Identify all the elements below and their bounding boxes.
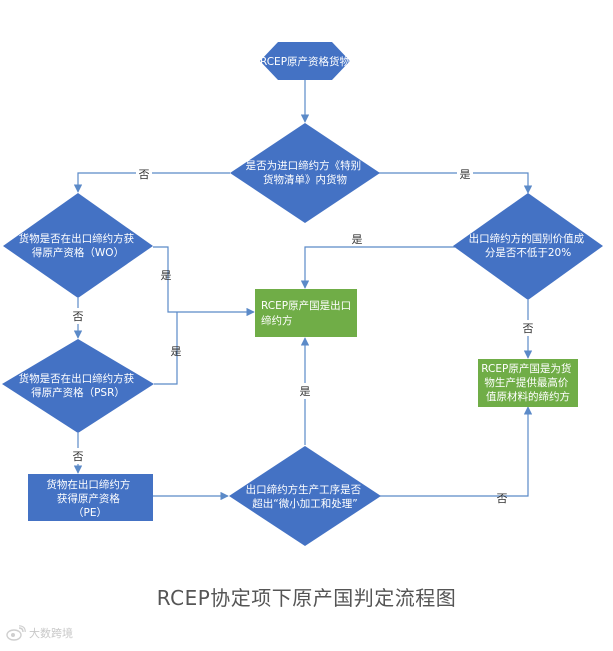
node-decision-minor-processing: 出口缔约方生产工序是否 超出“微小加工和处理” xyxy=(229,446,381,546)
edge-rvc-yes xyxy=(300,246,455,289)
node-decision-special-goods: 是否为进口缔约方《特别 货物清单》内货物 xyxy=(230,123,380,223)
node-decision-rvc: 出口缔约方的国别价值成 分是否不低于20% xyxy=(453,193,603,300)
svg-text:出口缔约方生产工序是否 超出“微小加工和处理: 出口缔约方生产工序是否 超出“微小加工和处理” xyxy=(246,483,365,510)
node-pe-line-3: （PE） xyxy=(73,507,107,519)
svg-text:RCEP原产国是为货 物生产提供最高价: RCEP原产国是为货 物生产提供最高价 值原材料的缔约方 xyxy=(481,362,574,403)
watermark: 大数跨境 xyxy=(6,625,73,641)
node-psr-line-2: 得原产资格（PSR） xyxy=(31,386,125,399)
edge-label-minor-yes: 是 xyxy=(300,385,311,398)
edge-label-special-no: 否 xyxy=(139,168,150,181)
weibo-icon xyxy=(6,625,26,641)
edge-label-wo-yes: 是 xyxy=(161,269,172,282)
edge-minor-no xyxy=(380,406,533,497)
edge-labels: 否 是 是 是 否 是 否 否 是 否 xyxy=(70,165,536,505)
node-wo-line-1: 货物是否在出口缔约方获 xyxy=(19,232,135,245)
svg-text:RCEP原产资格货物: RCEP原产资格货物 xyxy=(260,55,350,68)
node-start-line-1: RCEP原产资格货物 xyxy=(260,55,350,68)
node-pe-line-2: 获得原产资格 xyxy=(57,492,120,505)
node-result-export-party: RCEP原产国是出口 缔约方 xyxy=(255,289,357,337)
node-highest-line-2: 物生产提供最高价 xyxy=(484,376,568,389)
node-export-line-1: RCEP原产国是出口 xyxy=(261,299,351,312)
edge-label-rvc-yes: 是 xyxy=(352,233,363,246)
edge-psr-yes xyxy=(154,312,178,385)
edge-label-special-yes: 是 xyxy=(460,168,471,181)
node-export-line-2: 缔约方 xyxy=(261,314,293,327)
node-decision-psr: 货物是否在出口缔约方获 得原产资格（PSR） xyxy=(2,339,154,433)
edge-special-yes xyxy=(378,172,533,194)
svg-text:出口缔约方的国别价值成 分是否不低于20%: 出口缔约方的国别价值成 分是否不低于20% xyxy=(469,232,588,259)
svg-text:是否为进口缔约方《特别 货物清单》内货物: 是否为进口缔约方《特别 货物清单》内货物 xyxy=(246,159,365,186)
edge-wo-yes xyxy=(153,246,255,317)
edge-label-wo-no: 否 xyxy=(73,310,84,323)
node-result-highest-value: RCEP原产国是为货 物生产提供最高价 值原材料的缔约方 xyxy=(478,359,578,407)
node-decision-wo: 货物是否在出口缔约方获 得原产资格（WO） xyxy=(3,193,153,298)
edge-special-no xyxy=(73,172,230,193)
node-highest-line-1: RCEP原产国是为货 xyxy=(481,362,571,375)
nodes: RCEP原产资格货物 是否为进口缔约方《特别 货物清单》内货物 货物是否在出口缔… xyxy=(2,42,603,546)
node-rvc-line-2: 分是否不低于20% xyxy=(485,246,571,259)
edge-label-psr-no: 否 xyxy=(73,450,84,463)
svg-text:货物是否在出口缔约方获 得原产资格（WO）: 货物是否在出口缔约方获 得原产资格（WO） xyxy=(19,232,138,259)
node-psr-line-1: 货物是否在出口缔约方获 xyxy=(19,372,135,385)
node-highest-line-3: 值原材料的缔约方 xyxy=(486,390,570,403)
edge-label-minor-no: 否 xyxy=(497,492,508,505)
edge-label-psr-yes: 是 xyxy=(171,345,182,358)
watermark-text: 大数跨境 xyxy=(29,627,73,640)
node-rvc-line-1: 出口缔约方的国别价值成 xyxy=(469,232,585,245)
node-wo-line-2: 得原产资格（WO） xyxy=(32,246,124,259)
node-special-line-1: 是否为进口缔约方《特别 xyxy=(246,159,362,172)
edges xyxy=(73,80,533,501)
diagram-caption: RCEP协定项下原产国判定流程图 xyxy=(156,586,457,610)
node-start: RCEP原产资格货物 xyxy=(260,42,350,80)
node-minor-line-2: 超出“微小加工和处理” xyxy=(252,497,357,510)
svg-text:RCEP原产国是出口 缔约方: RCEP原产国是出口 缔约方 xyxy=(261,299,354,327)
edge-label-rvc-no: 否 xyxy=(523,322,534,335)
node-process-pe: 货物在出口缔约方 获得原产资格 （PE） xyxy=(28,474,153,521)
node-special-line-2: 货物清单》内货物 xyxy=(263,173,347,186)
node-pe-line-1: 货物在出口缔约方 xyxy=(46,478,130,491)
svg-text:货物在出口缔约方 获得原产资格: 货物在出口缔约方 获得原产资格 （PE） xyxy=(46,478,133,519)
node-minor-line-1: 出口缔约方生产工序是否 xyxy=(246,483,362,496)
svg-text:货物是否在出口缔约方获 得原产资格（PSR）: 货物是否在出口缔约方获 得原产资格（PSR） xyxy=(19,372,138,399)
